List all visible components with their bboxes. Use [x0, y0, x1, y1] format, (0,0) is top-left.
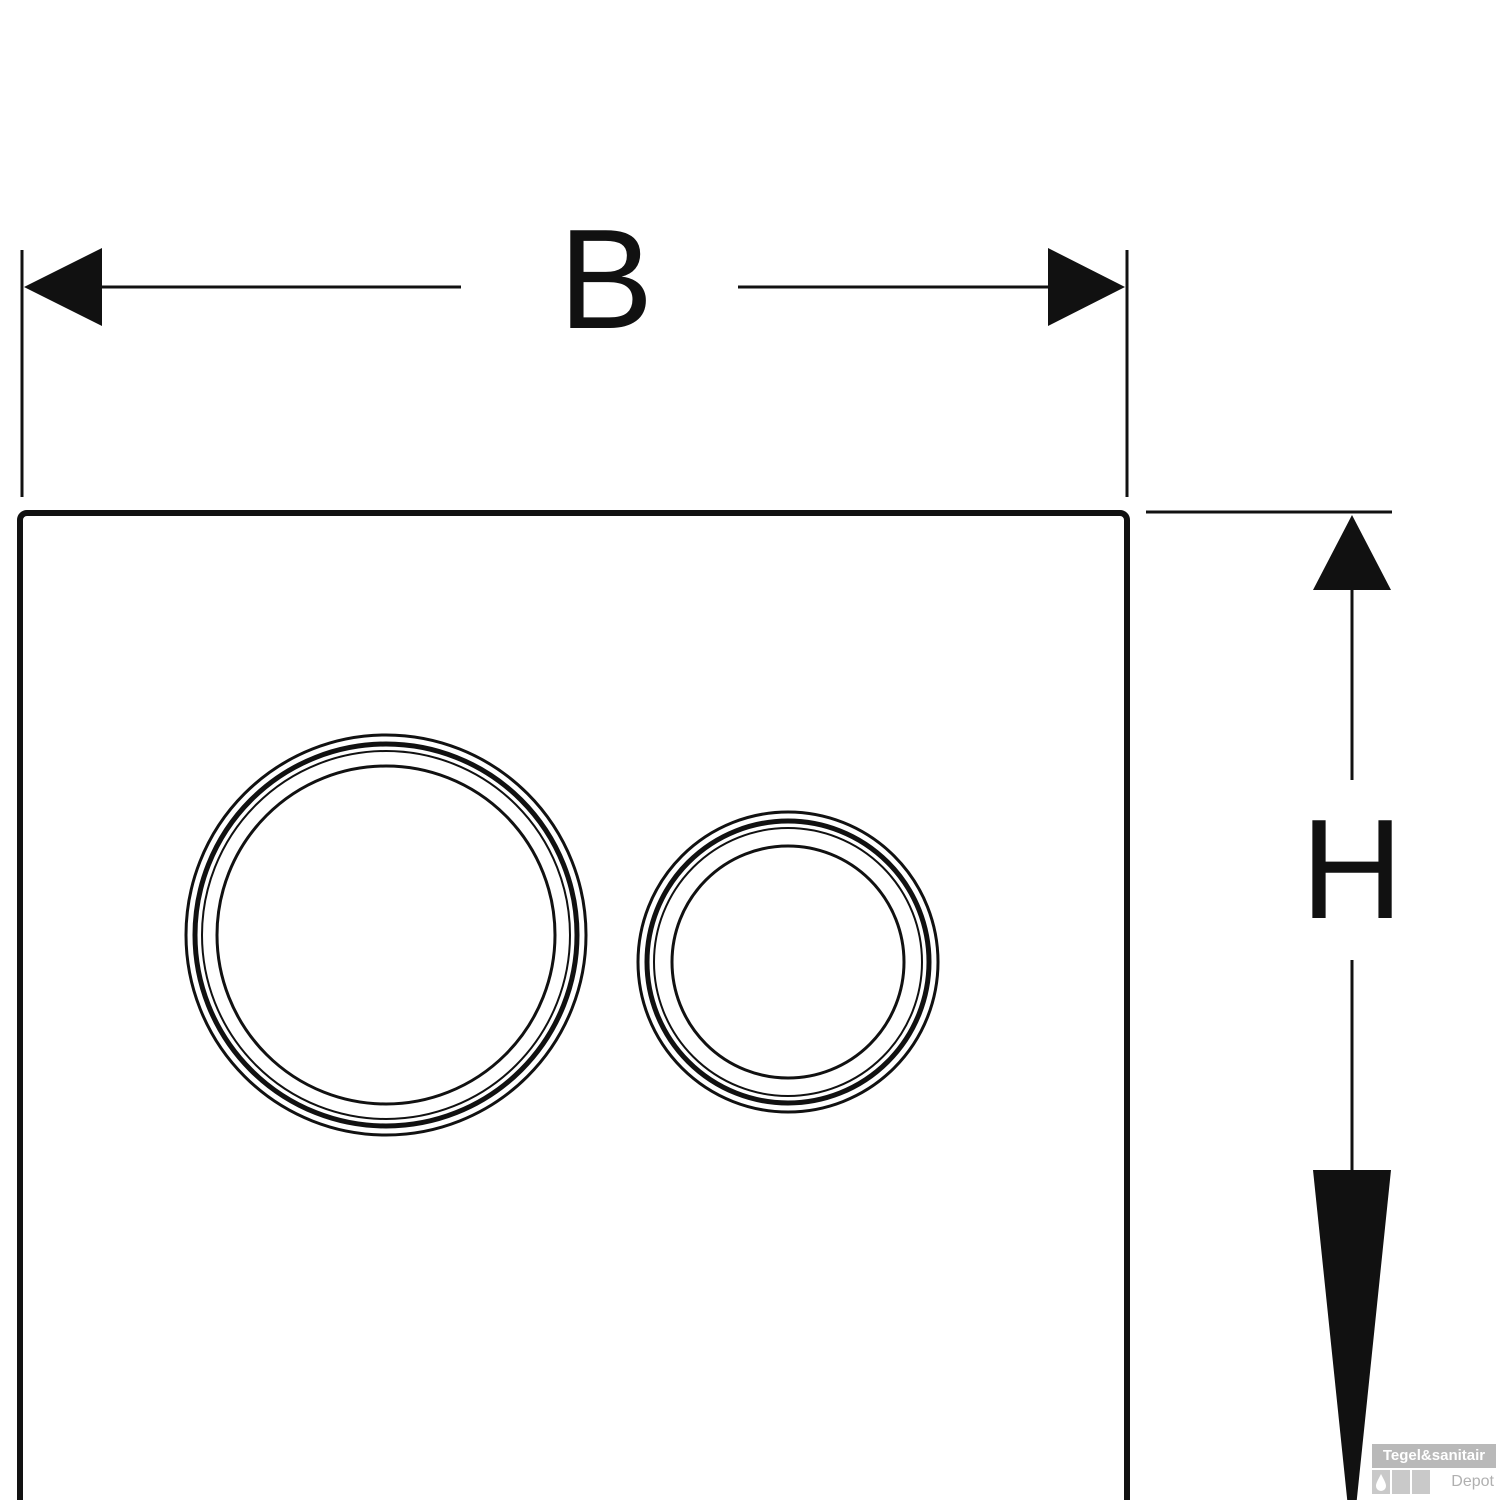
width-arrowhead-right — [1048, 248, 1125, 326]
small-button-inner-ring — [653, 827, 923, 1097]
small-button-face — [670, 844, 906, 1080]
width-dimension — [20, 248, 1129, 497]
height-dimension — [1146, 510, 1392, 1500]
store-watermark: Tegel&sanitair Depot — [1372, 1444, 1496, 1496]
small-button-middle-ring — [644, 818, 932, 1106]
large-button-inner-ring — [201, 750, 571, 1120]
watermark-brand: Tegel&sanitair — [1372, 1444, 1496, 1468]
height-arrowhead-bottom — [1313, 1170, 1391, 1500]
large-button-outer-ring — [184, 733, 588, 1137]
small-button-outer-ring — [636, 810, 940, 1114]
watermark-tile — [1412, 1470, 1430, 1494]
large-flush-button — [184, 733, 588, 1137]
height-arrowhead-top — [1313, 515, 1391, 590]
flush-plate-outline — [17, 510, 1130, 1500]
watermark-sub: Depot — [1451, 1473, 1494, 1490]
height-label: H — [1301, 790, 1404, 949]
width-arrowhead-left — [24, 248, 102, 326]
watermark-tile — [1392, 1470, 1410, 1494]
width-label: B — [559, 200, 654, 359]
small-flush-button — [636, 810, 940, 1114]
watermark-tiles: Depot — [1372, 1470, 1496, 1494]
large-button-middle-ring — [192, 741, 580, 1129]
large-button-face — [215, 764, 557, 1106]
water-drop-icon — [1372, 1470, 1390, 1494]
